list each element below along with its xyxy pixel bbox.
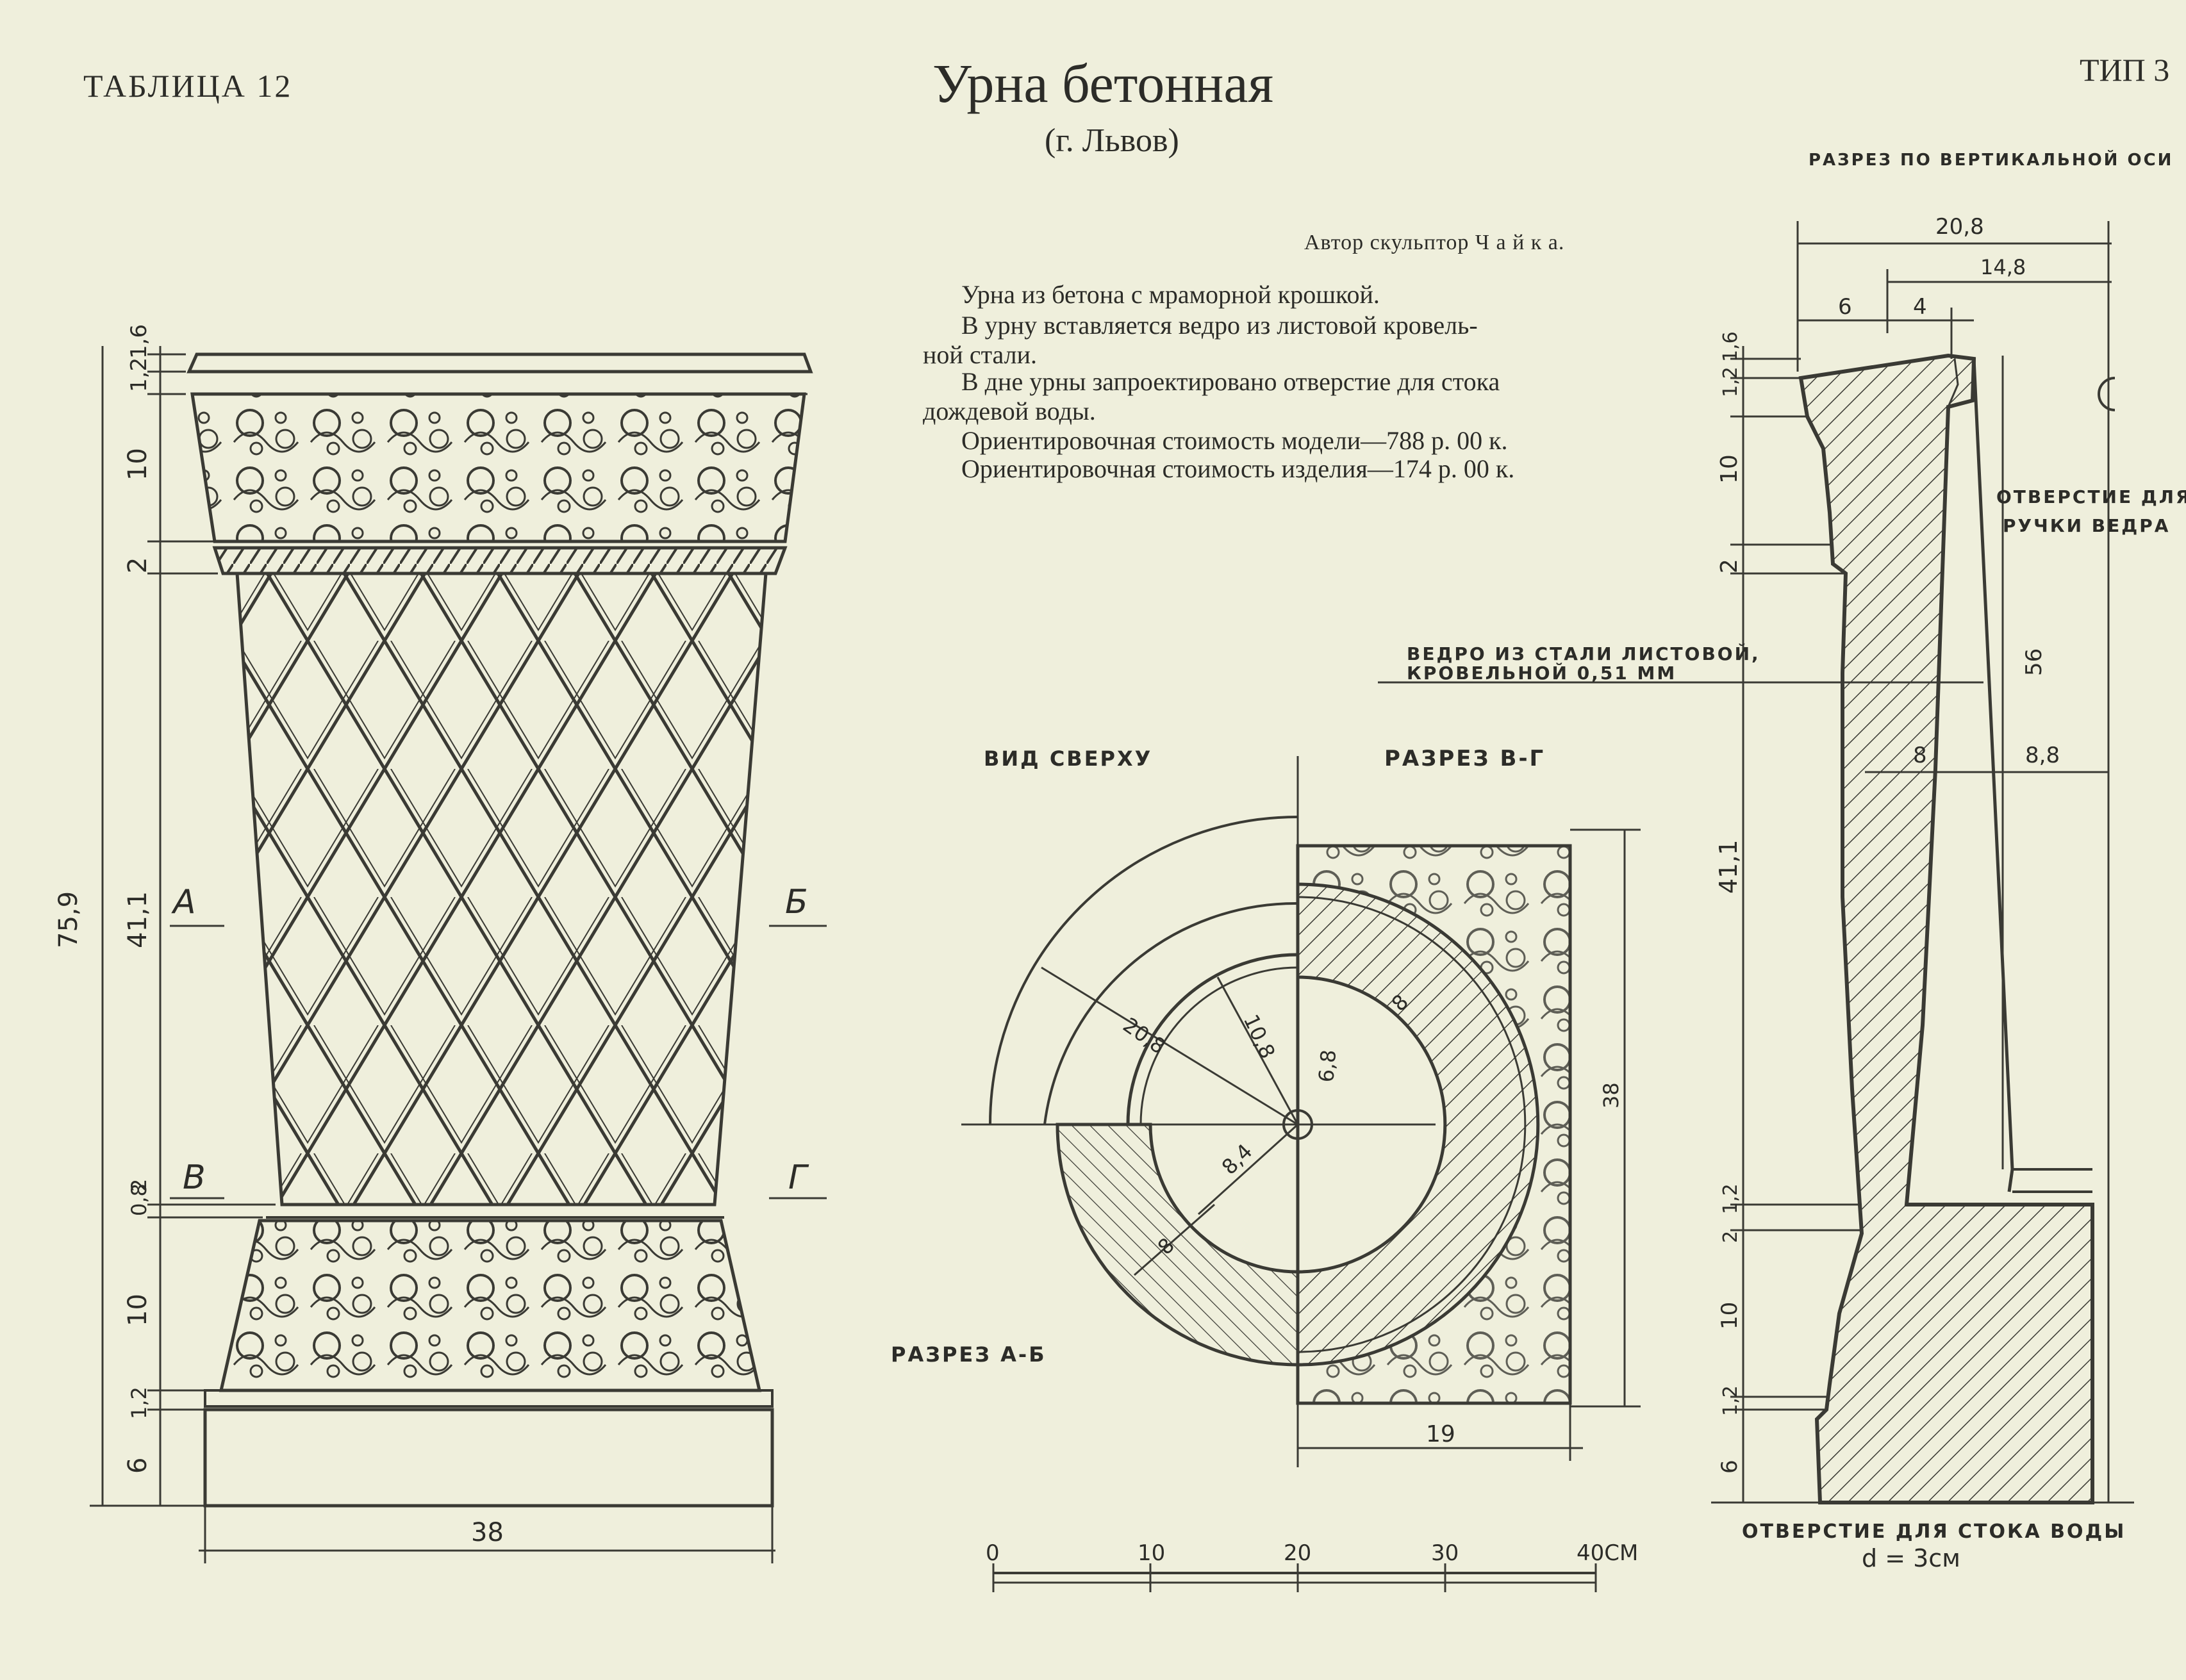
sec-dim-7: 2 — [1719, 1231, 1742, 1243]
sec-dim-3: 10 — [1716, 454, 1743, 484]
scale-label-20: 20 — [1284, 1540, 1311, 1566]
sec-top-dim-14-8: 14,8 — [1980, 255, 2026, 279]
elev-dim-5: 41,1 — [123, 891, 153, 948]
elev-dim-2: 1,2 — [126, 358, 152, 392]
elev-total-height: 75,9 — [54, 891, 83, 948]
page-subtitle: (г. Львов) — [1045, 122, 1179, 159]
sec-inner-dim-56: 56 — [2021, 648, 2047, 676]
section-ab-label: РАЗРЕЗ А-Б — [891, 1342, 1047, 1367]
lower-ornament-band — [219, 1219, 762, 1392]
description-line-3: ной стали. — [923, 340, 1038, 369]
scale-label-30: 30 — [1431, 1540, 1459, 1566]
section-mark-a: А — [171, 883, 196, 921]
sec-dim-2: 1,2 — [1719, 366, 1742, 397]
author-line: Автор скульптор Ч а й к а. — [1304, 231, 1565, 254]
plan-dim-8-4: 8,4 — [1217, 1139, 1257, 1180]
type-label: ТИП 3 — [2080, 52, 2170, 88]
table-label: ТАБЛИЦА 12 — [83, 68, 293, 104]
plan-view: ВИД СВЕРХУ РАЗРЕЗ В-Г РАЗРЕЗ А-Б 20,8 10… — [891, 746, 1641, 1592]
rope-band — [212, 546, 788, 575]
scale-label-40: 40СМ — [1577, 1540, 1638, 1566]
handle-note-2: РУЧКИ ВЕДРА — [2003, 515, 2170, 536]
description-line-6: Ориентировочная стоимость модели—788 р. … — [961, 426, 1508, 455]
description-line-1: Урна из бетона с мраморной крошкой. — [961, 280, 1380, 309]
drain-note: ОТВЕРСТИЕ ДЛЯ СТОКА ВОДЫ — [1742, 1520, 2126, 1543]
upper-ornament-band — [190, 392, 806, 543]
sec-inner-dim-8-8: 8,8 — [2025, 743, 2060, 768]
bucket-note-1: ВЕДРО ИЗ СТАЛИ ЛИСТОВОЙ, — [1407, 643, 1760, 664]
description-line-7: Ориентировочная стоимость изделия—174 р.… — [961, 454, 1515, 483]
elev-dim-6: 0,8 — [127, 1183, 151, 1216]
outer-arc — [989, 816, 1298, 1125]
vertical-section: РАЗРЕЗ ПО ВЕРТИКАЛЬНОЙ ОСИ 20,8 14,8 6 4… — [1378, 149, 2186, 1572]
page-title: Урна бетонная — [932, 53, 1274, 114]
handle-note-1: ОТВЕРСТИЕ ДЛЯ — [1996, 486, 2186, 507]
sec-top-dim-6: 6 — [1838, 294, 1852, 320]
sec-dim-10: 6 — [1717, 1460, 1743, 1474]
sec-dim-8: 10 — [1717, 1302, 1743, 1330]
drain-diameter: d = 3см — [1862, 1544, 1960, 1572]
elev-dim-7: 2 — [127, 1179, 151, 1192]
section-mark-b: Б — [785, 883, 808, 921]
plan-dim-10-8: 10,8 — [1239, 1010, 1280, 1062]
description-line-5: дождевой воды. — [923, 397, 1096, 425]
sec-dim-5: 41,1 — [1714, 839, 1743, 894]
elev-dim-9: 1,2 — [127, 1387, 151, 1419]
scale-label-10: 10 — [1138, 1540, 1165, 1566]
scale-label-0: 0 — [986, 1540, 1000, 1566]
lattice-body — [235, 572, 768, 1206]
sec-dim-4: 2 — [1716, 559, 1743, 573]
elev-dim-1: 1,6 — [126, 324, 152, 359]
sec-inner-dim-8: 8 — [1913, 743, 1927, 768]
elev-dim-10: 6 — [123, 1458, 153, 1474]
elev-dim-3: 10 — [123, 448, 153, 481]
section-vg-label: РАЗРЕЗ В-Г — [1384, 746, 1545, 771]
urn-elevation: 75,9 1,6 1,2 10 2 41,1 0,8 2 10 1,2 6 38… — [54, 324, 827, 1563]
description-line-2: В урну вставляется ведро из листовой кро… — [961, 311, 1478, 340]
elev-dim-4: 2 — [123, 557, 153, 573]
sec-dim-6: 1,2 — [1719, 1183, 1742, 1214]
sec-top-dim-4: 4 — [1913, 294, 1927, 320]
plan-dim-19: 19 — [1426, 1421, 1455, 1447]
plan-dim-38: 38 — [1599, 1082, 1623, 1108]
plan-dim-6-8: 6,8 — [1314, 1049, 1341, 1083]
sec-dim-1: 1,6 — [1719, 331, 1742, 362]
section-mark-g: Г — [788, 1158, 809, 1197]
section-ab-hatch — [1056, 1123, 1300, 1367]
description-line-4: В дне урны запроектировано отверстие для… — [961, 367, 1500, 396]
elev-dim-8: 10 — [123, 1294, 153, 1326]
section-mark-v: В — [183, 1158, 206, 1197]
bucket-note-2: КРОВЕЛЬНОЙ 0,51 ММ — [1407, 662, 1677, 684]
sec-dim-9: 1,2 — [1719, 1385, 1742, 1416]
top-view-label: ВИД СВЕРХУ — [984, 746, 1152, 771]
sec-top-dim-20-8: 20,8 — [1935, 214, 1984, 240]
urn-rim — [186, 352, 813, 374]
section-title: РАЗРЕЗ ПО ВЕРТИКАЛЬНОЙ ОСИ — [1809, 149, 2173, 170]
elev-width: 38 — [471, 1518, 504, 1547]
urn-base — [204, 1389, 774, 1408]
